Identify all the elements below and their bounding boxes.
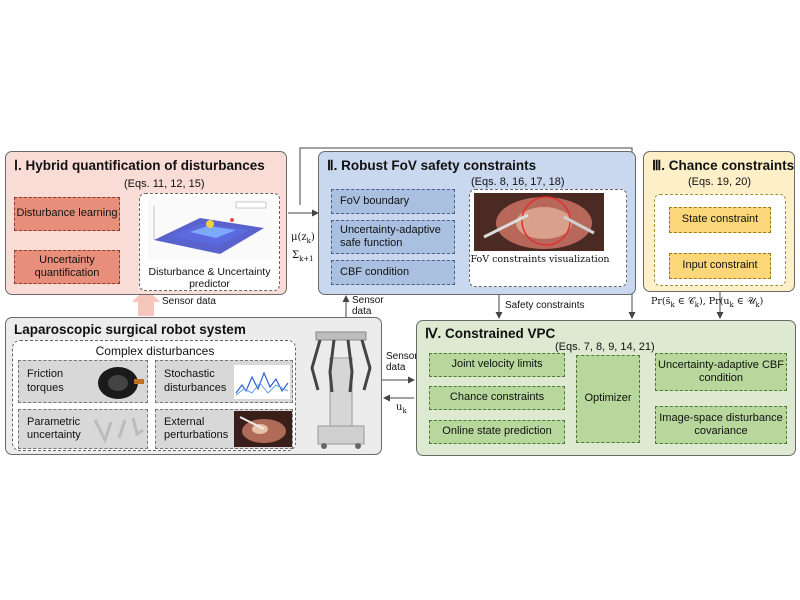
sensor-to-panel1-arrow xyxy=(132,288,160,316)
surgical-robot-image xyxy=(310,331,372,449)
parametric-uncertainty-box: Parametric uncertainty xyxy=(18,409,148,449)
robot-arm-links-image xyxy=(93,417,144,444)
safe-function-box: Uncertainty-adaptive safe function xyxy=(331,220,455,254)
external-perturbations-label: External perturbations xyxy=(164,415,229,441)
cbf-condition-label: CBF condition xyxy=(340,265,410,278)
panel1-title: Ⅰ. Hybrid quantification of disturbances xyxy=(14,158,265,173)
panel-hybrid-quantification: Ⅰ. Hybrid quantification of disturbances… xyxy=(5,151,287,295)
uncertainty-quantification-label: Uncertainty quantification xyxy=(34,253,100,279)
sensor-data-label-1: Sensor data xyxy=(162,296,216,307)
panel-chance-constraints: Ⅲ. Chance constraints (Eqs. 19, 20) Stat… xyxy=(643,151,795,292)
panel4-title: Ⅳ. Constrained VPC xyxy=(425,326,556,341)
surgery-scene-image xyxy=(234,411,292,447)
predictor-label: Disturbance & Uncertainty predictor xyxy=(148,266,271,291)
panel-fov-safety: Ⅱ. Robust FoV safety constraints (Eqs. 8… xyxy=(318,151,636,295)
uk-label: uk xyxy=(396,402,407,415)
probability-label: Pr(s̃k ∈ 𝒞k), Pr(uk ∈ 𝒰k) xyxy=(651,296,764,309)
optimizer-label: Optimizer xyxy=(584,392,632,405)
predictor-box: Disturbance & Uncertainty predictor xyxy=(139,193,280,291)
fov-visualization-box: FoV constraints visualization xyxy=(469,189,627,287)
image-space-covariance-box: Image-space disturbance covariance xyxy=(655,406,787,444)
image-space-covariance-label: Image-space disturbance covariance xyxy=(659,411,783,437)
optimizer-box: Optimizer xyxy=(576,355,640,443)
stochastic-disturbances-label: Stochastic disturbances xyxy=(164,368,227,394)
panel2-eqs: (Eqs. 8, 16, 17, 18) xyxy=(471,176,565,188)
panel3-title: Ⅲ. Chance constraints xyxy=(652,158,795,173)
sensor-data-label-3: Sensor data xyxy=(386,351,418,373)
state-constraint-label: State constraint xyxy=(681,213,759,226)
complex-disturbances-box: Complex disturbances Friction torques St… xyxy=(12,340,296,451)
panel4-eqs: (Eqs. 7, 8, 9, 14, 21) xyxy=(555,341,655,353)
safe-function-label: Uncertainty-adaptive safe function xyxy=(340,223,441,249)
friction-torques-label: Friction torques xyxy=(27,368,64,394)
external-perturbations-box: External perturbations xyxy=(155,409,293,449)
input-constraint-box: Input constraint xyxy=(669,253,771,279)
state-constraint-box: State constraint xyxy=(669,207,771,233)
motor-image xyxy=(98,366,145,399)
joint-velocity-limits-box: Joint velocity limits xyxy=(429,353,565,377)
panel2-title: Ⅱ. Robust FoV safety constraints xyxy=(327,158,537,173)
parametric-uncertainty-label: Parametric uncertainty xyxy=(27,415,81,441)
endoscope-image xyxy=(474,193,604,251)
panel5-title: Laparoscopic surgical robot system xyxy=(14,322,246,337)
fov-boundary-box: FoV boundary xyxy=(331,189,455,214)
input-constraint-label: Input constraint xyxy=(682,259,758,272)
uncertainty-cbf-box: Uncertainty-adaptive CBF condition xyxy=(655,353,787,391)
sigma-label: Σk+1 xyxy=(292,250,314,263)
uncertainty-quantification-box: Uncertainty quantification xyxy=(14,250,120,284)
online-state-prediction-box: Online state prediction xyxy=(429,420,565,444)
mu-label: μ(zk) xyxy=(291,232,315,245)
fov-visualization-label: FoV constraints visualization xyxy=(470,254,610,265)
stochastic-plot-image xyxy=(234,364,290,399)
cbf-condition-box: CBF condition xyxy=(331,260,455,285)
panel-constrained-vpc: Ⅳ. Constrained VPC (Eqs. 7, 8, 9, 14, 21… xyxy=(416,320,796,456)
fov-boundary-label: FoV boundary xyxy=(340,194,410,207)
online-state-prediction-label: Online state prediction xyxy=(442,425,552,438)
surface-plot-image xyxy=(148,200,272,260)
complex-disturbances-title: Complex disturbances xyxy=(95,344,215,358)
disturbance-learning-label: Disturbance learning xyxy=(16,207,118,220)
chance-constraints-label: Chance constraints xyxy=(449,391,545,404)
panel-robot-system: Laparoscopic surgical robot system Compl… xyxy=(5,317,382,455)
friction-torques-box: Friction torques xyxy=(18,360,148,403)
stochastic-disturbances-box: Stochastic disturbances xyxy=(155,360,293,403)
safety-constraints-label: Safety constraints xyxy=(505,300,585,311)
chance-constraints-box: Chance constraints xyxy=(429,386,565,410)
panel3-eqs: (Eqs. 19, 20) xyxy=(688,176,751,188)
joint-velocity-limits-label: Joint velocity limits xyxy=(451,358,543,371)
uncertainty-cbf-label: Uncertainty-adaptive CBF condition xyxy=(658,358,784,384)
panel1-eqs: (Eqs. 11, 12, 15) xyxy=(124,178,205,190)
disturbance-learning-box: Disturbance learning xyxy=(14,197,120,231)
sensor-data-label-2: Sensor data xyxy=(352,295,384,317)
